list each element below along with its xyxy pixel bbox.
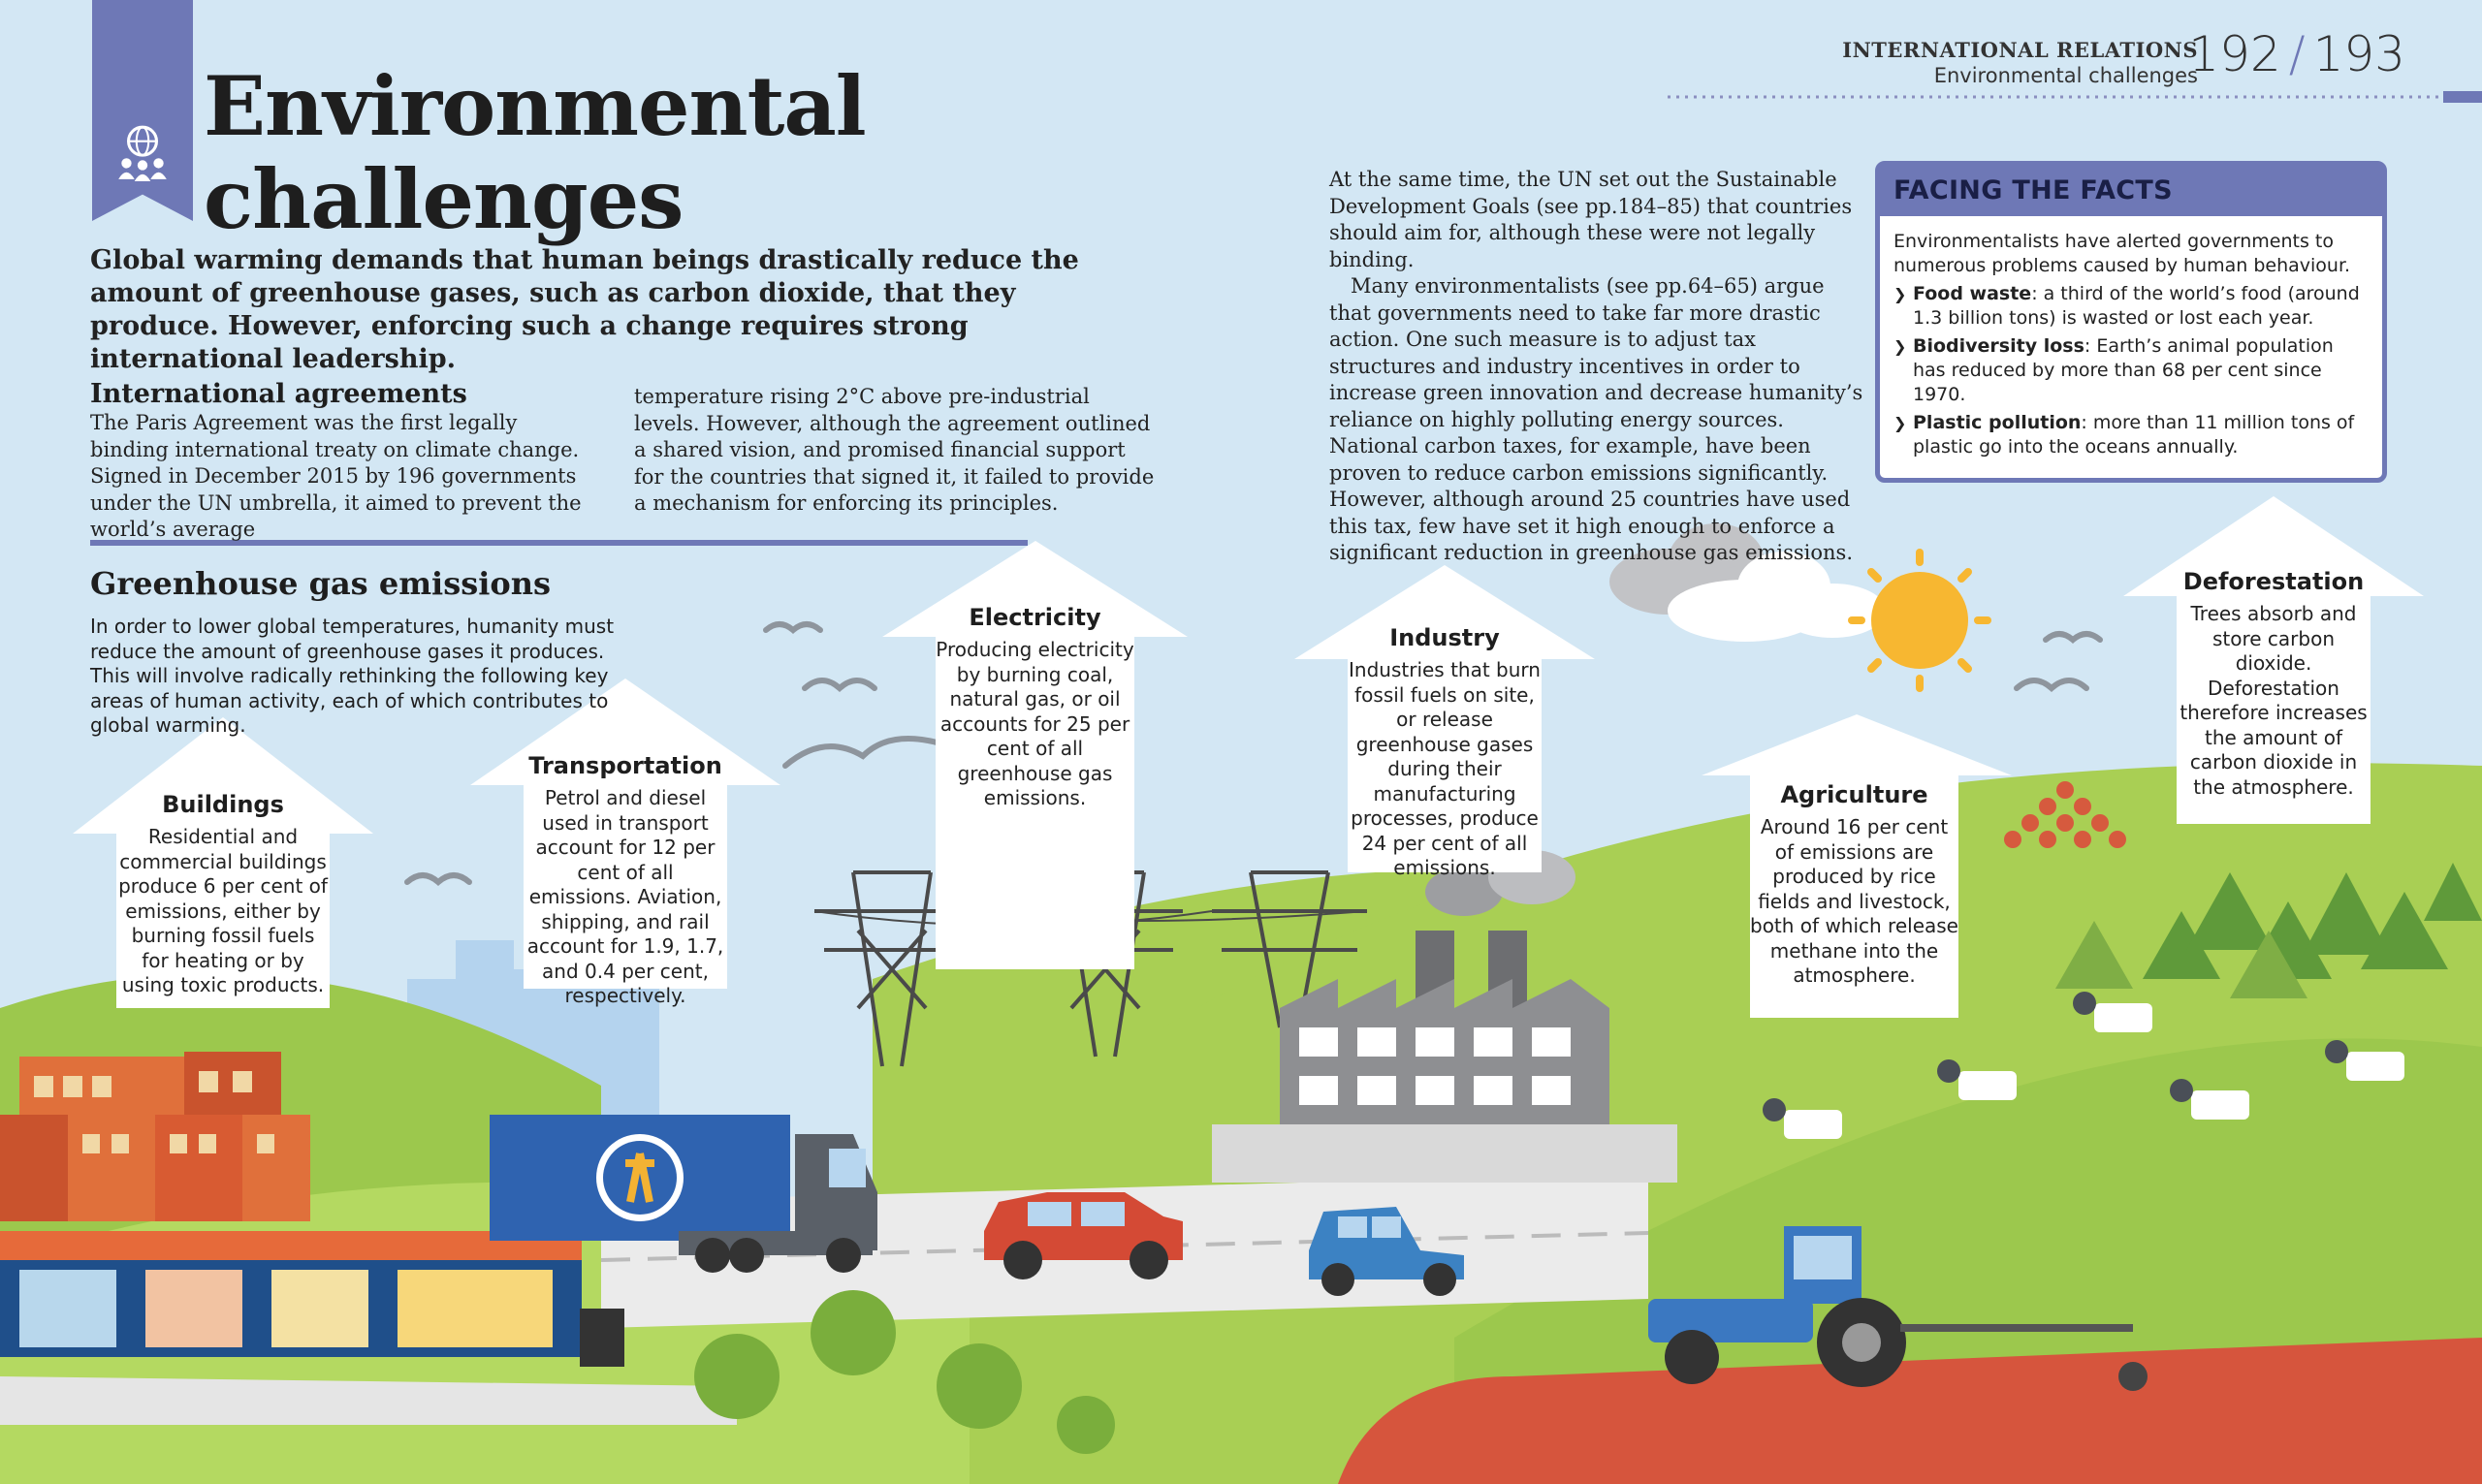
facts-item-text: : Earth’s animal population has reduced … bbox=[1913, 335, 2334, 405]
sector-title: Buildings bbox=[162, 791, 284, 818]
sector-electricity: Electricity Producing electricity by bur… bbox=[936, 603, 1134, 811]
facts-item-text: : more than 11 million tons of plastic g… bbox=[1913, 412, 2355, 458]
international-agreements-heading: International agreements bbox=[90, 379, 467, 409]
facts-heading: FACING THE FACTS bbox=[1880, 166, 2382, 216]
running-head-section: INTERNATIONAL RELATIONS bbox=[1842, 38, 2198, 62]
sector-title: Deforestation bbox=[2182, 568, 2365, 595]
sector-text: Industries that burn fossil fuels on sit… bbox=[1349, 658, 1541, 879]
page-title: Environmental challenges bbox=[204, 58, 867, 247]
right-column-text: At the same time, the UN set out the Sus… bbox=[1329, 167, 1867, 567]
facts-item-label: Plastic pollution bbox=[1913, 412, 2082, 433]
sector-text: Residential and commercial buildings pro… bbox=[118, 825, 328, 996]
sector-title: Agriculture bbox=[1780, 781, 1928, 808]
page-number-left: 192 bbox=[2188, 26, 2281, 82]
facts-body: Environmentalists have alerted governmen… bbox=[1880, 216, 2382, 459]
greenhouse-heading: Greenhouse gas emissions bbox=[90, 565, 552, 602]
cloud-icon bbox=[1668, 552, 1886, 642]
sun-icon bbox=[1848, 549, 1991, 692]
facing-the-facts-box: FACING THE FACTS Environmentalists have … bbox=[1875, 161, 2387, 483]
facts-item: Plastic pollution: more than 11 million … bbox=[1893, 411, 2369, 459]
intro-paragraph: Global warming demands that human beings… bbox=[90, 245, 1079, 374]
sector-text: Producing electricity by burning coal, n… bbox=[936, 638, 1134, 809]
international-agreements-col2: temperature rising 2°C above pre-industr… bbox=[634, 385, 1155, 515]
facts-item-label: Food waste bbox=[1913, 283, 2032, 304]
page-number-separator: / bbox=[2288, 26, 2306, 82]
sector-text: Around 16 per cent of emissions are prod… bbox=[1750, 815, 1958, 987]
right-column-p1: At the same time, the UN set out the Sus… bbox=[1329, 168, 1853, 271]
facts-intro: Environmentalists have alerted governmen… bbox=[1893, 231, 2351, 276]
title-line-2: challenges bbox=[204, 151, 684, 247]
right-column-p2: Many environmentalists (see pp.64–65) ar… bbox=[1329, 274, 1863, 564]
section-bookmark bbox=[92, 0, 193, 221]
sector-transportation: Transportation Petrol and diesel used in… bbox=[524, 751, 727, 1009]
running-head-subsection: Environmental challenges bbox=[1933, 64, 2198, 87]
facts-item: Food waste: a third of the world’s food … bbox=[1893, 282, 2369, 331]
sector-title: Industry bbox=[1389, 624, 1500, 651]
international-agreements-col1: The Paris Agreement was the first legall… bbox=[90, 411, 582, 541]
facts-item-text: : a third of the world’s food (around 1.… bbox=[1913, 283, 2360, 329]
sector-text: Petrol and diesel used in transport acco… bbox=[526, 786, 724, 1007]
sector-deforestation: Deforestation Trees absorb and store car… bbox=[2177, 567, 2371, 800]
sector-agriculture: Agriculture Around 16 per cent of emissi… bbox=[1750, 780, 1958, 989]
sector-buildings: Buildings Residential and commercial bui… bbox=[116, 790, 330, 998]
globe-people-icon bbox=[118, 125, 167, 181]
title-line-1: Environmental bbox=[204, 58, 867, 154]
facts-item: Biodiversity loss: Earth’s animal popula… bbox=[1893, 334, 2369, 407]
running-head: INTERNATIONAL RELATIONS Environmental ch… bbox=[1842, 37, 2198, 89]
page-numbers: 192/193 bbox=[2188, 23, 2405, 85]
sector-text: Trees absorb and store carbon dioxide. D… bbox=[2180, 602, 2368, 799]
page-number-right: 193 bbox=[2312, 26, 2405, 82]
facts-item-label: Biodiversity loss bbox=[1913, 335, 2084, 357]
sector-industry: Industry Industries that burn fossil fue… bbox=[1348, 623, 1542, 881]
sector-title: Electricity bbox=[969, 604, 1101, 631]
sector-title: Transportation bbox=[528, 752, 722, 779]
greenhouse-text: In order to lower global temperatures, h… bbox=[90, 615, 615, 737]
